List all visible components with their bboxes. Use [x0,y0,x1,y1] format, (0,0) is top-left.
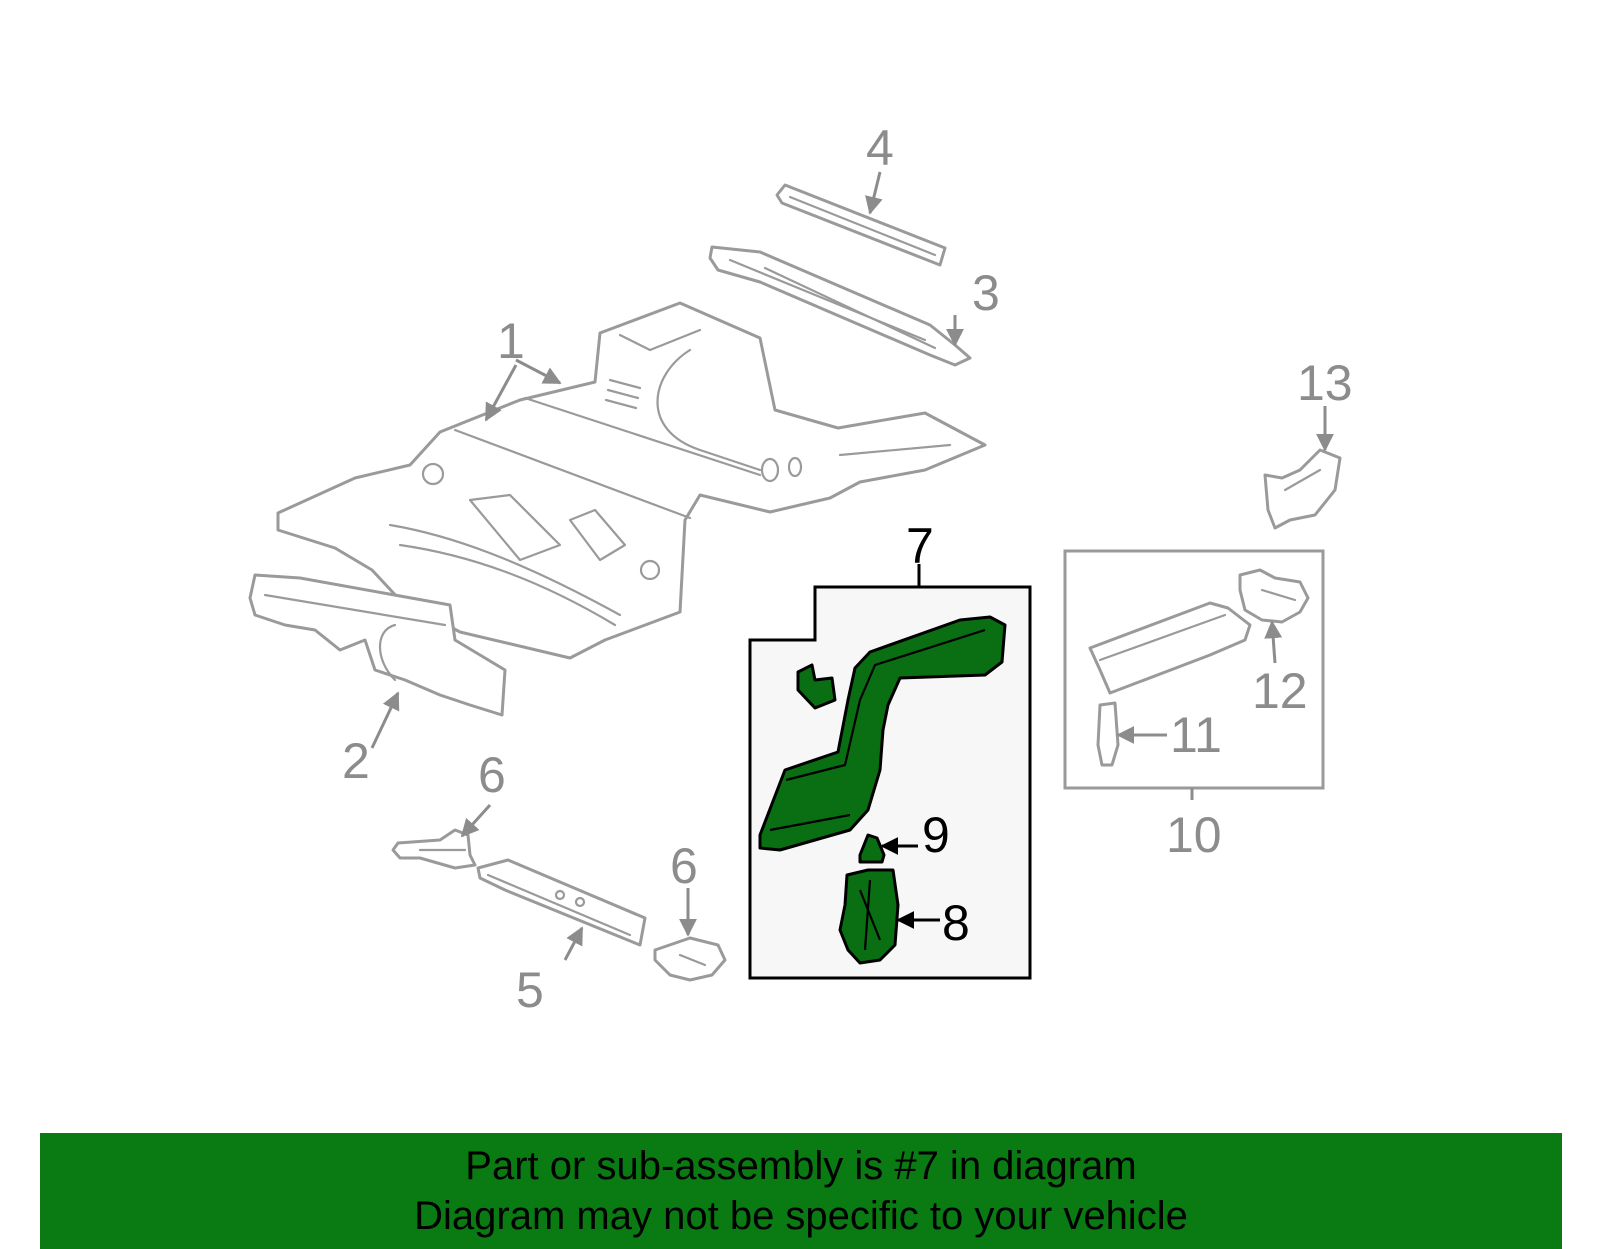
callout-12: 12 [1252,663,1308,719]
part-5-rail[interactable] [476,858,647,947]
callout-5: 5 [516,962,544,1018]
callout-labels: 1 2 3 4 5 6 6 7 8 9 10 11 12 13 [342,120,1353,1018]
part-10-rail[interactable] [1088,601,1252,695]
callout-1: 1 [497,313,525,369]
part-7-pillar[interactable] [758,615,1007,852]
callout-11: 11 [1170,707,1222,763]
callout-10: 10 [1166,807,1222,863]
callout-3: 3 [972,265,1000,321]
banner-line-1: Part or sub-assembly is #7 in diagram [465,1144,1137,1188]
part-3-crossmember[interactable] [708,245,972,367]
banner-line-2: Diagram may not be specific to your vehi… [414,1194,1188,1238]
part-11-stud[interactable] [1096,701,1120,767]
part-4-rail[interactable] [775,183,947,267]
callout-6a: 6 [478,747,506,803]
callout-4: 4 [866,120,894,176]
callout-8: 8 [942,895,970,951]
part-7-clip[interactable] [796,663,837,710]
part-9-plug[interactable] [858,833,886,864]
callout-2: 2 [342,733,370,789]
part-6-bracket-right[interactable] [653,936,727,982]
part-12-bracket[interactable] [1238,568,1310,624]
group-box-10[interactable] [1063,549,1325,790]
info-banner: Part or sub-assembly is #7 in diagram Di… [40,1133,1562,1249]
callout-6b: 6 [670,838,698,894]
callout-13: 13 [1297,355,1353,411]
part-8-bracket[interactable] [838,868,900,965]
callout-7: 7 [906,518,934,574]
leader-lines [370,171,1334,961]
parts-diagram: 1 2 3 4 5 6 6 7 8 9 10 11 12 13 [248,120,1353,1018]
part-6-bracket-left[interactable] [391,828,477,870]
part-2-rear-panel[interactable] [248,573,507,717]
group-box-7[interactable] [748,585,1032,980]
callout-9: 9 [922,807,950,863]
part-13-bracket[interactable] [1263,448,1342,530]
